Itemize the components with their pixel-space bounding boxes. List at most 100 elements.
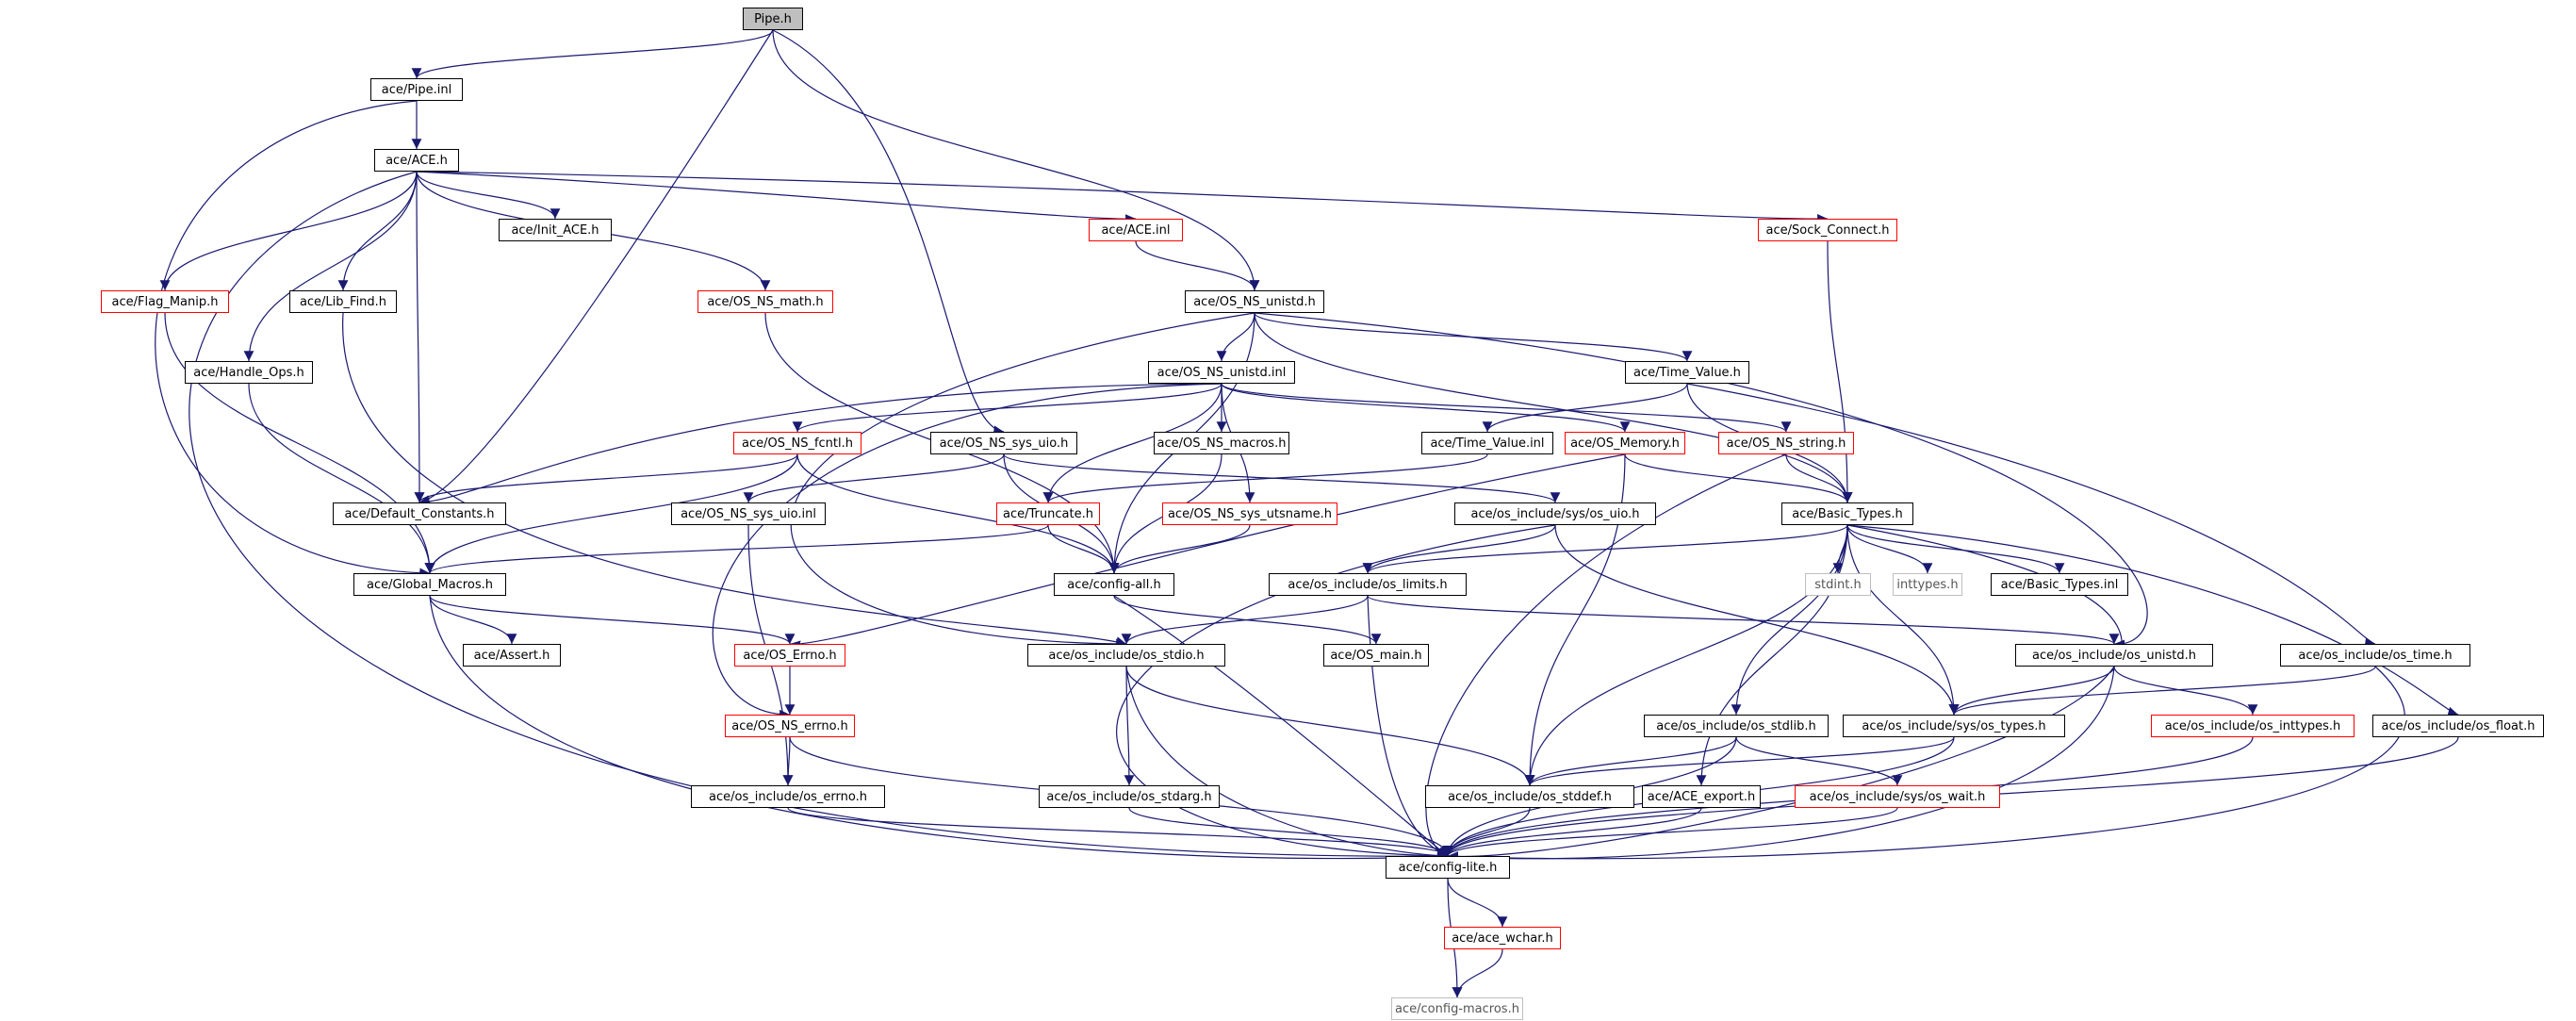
edge-os-errno-h-to-config-lite	[787, 807, 1453, 857]
edge-os-ns-unistd-h-to-basic-types-h	[1254, 312, 1853, 503]
node-os-uio[interactable]: ace/os_include/sys/os_uio.h	[1454, 502, 1656, 525]
edge-os-unistd-to-os-inttypes	[2113, 666, 2258, 716]
node-os-stdlib[interactable]: ace/os_include/os_stdlib.h	[1644, 715, 1829, 737]
node-inttypes: inttypes.h	[1893, 573, 1962, 596]
edge-os-unistd-to-config-lite	[1447, 666, 2115, 863]
node-os-ns-sys-uio-inl[interactable]: ace/OS_NS_sys_uio.inl	[671, 502, 826, 525]
node-config-lite[interactable]: ace/config-lite.h	[1386, 856, 1510, 879]
edge-flag-manip-to-global-macros	[164, 312, 435, 574]
edge-os-stdlib-to-os-wait	[1735, 736, 1903, 786]
edge-os-stdlib-to-os-stddef	[1524, 736, 1737, 786]
node-truncate[interactable]: ace/Truncate.h	[996, 502, 1100, 525]
edge-ace-h-to-config-lite	[189, 171, 1449, 862]
node-basic-types-inl[interactable]: ace/Basic_Types.inl	[1991, 573, 2128, 596]
node-os-errno-ace[interactable]: ace/OS_Errno.h	[734, 644, 845, 667]
edge-os-ns-unistd-inl-to-os-ns-string	[1221, 383, 1792, 433]
node-config-all[interactable]: ace/config-all.h	[1054, 573, 1174, 596]
node-lib-find[interactable]: ace/Lib_Find.h	[289, 290, 397, 313]
edge-truncate-to-global-macros	[424, 524, 1049, 574]
node-init-ace[interactable]: ace/Init_ACE.h	[499, 219, 612, 241]
node-pipe-inl[interactable]: ace/Pipe.inl	[370, 78, 463, 101]
node-basic-types-h[interactable]: ace/Basic_Types.h	[1781, 502, 1913, 525]
edge-ace-inl-to-os-ns-unistd-h	[1135, 240, 1260, 291]
edge-os-time-to-config-lite	[1447, 666, 2405, 862]
node-time-value-inl[interactable]: ace/Time_Value.inl	[1421, 432, 1553, 454]
node-os-stdarg[interactable]: ace/os_include/os_stdarg.h	[1039, 785, 1220, 808]
edge-os-stdio-to-config-lite	[1125, 666, 1449, 862]
edge-ace-wchar-to-config-macros	[1452, 948, 1503, 998]
edge-os-ns-sys-utsname-to-config-all	[1108, 524, 1251, 574]
edge-pipe-h-to-pipe-inl	[411, 29, 774, 79]
node-os-ns-unistd-inl[interactable]: ace/OS_NS_unistd.inl	[1148, 361, 1295, 384]
node-ace-export[interactable]: ace/ACE_export.h	[1642, 785, 1761, 808]
node-os-ns-unistd-h[interactable]: ace/OS_NS_unistd.h	[1185, 290, 1324, 313]
node-stdint: stdint.h	[1805, 573, 1871, 596]
edge-os-stdio-to-os-stddef	[1125, 666, 1535, 786]
edge-os-ns-unistd-inl-to-os-memory	[1221, 383, 1631, 433]
node-flag-manip[interactable]: ace/Flag_Manip.h	[101, 290, 229, 313]
edge-ace-h-to-init-ace	[416, 171, 561, 220]
node-os-inttypes[interactable]: ace/os_include/os_inttypes.h	[2151, 715, 2354, 737]
edge-os-limits-to-config-lite	[1367, 595, 1449, 857]
node-os-stdio[interactable]: ace/os_include/os_stdio.h	[1027, 644, 1225, 667]
edge-pipe-h-to-os-ns-sys-uio-h	[772, 29, 1005, 436]
node-os-unistd[interactable]: ace/os_include/os_unistd.h	[2015, 644, 2213, 667]
edge-ace-h-to-sock-connect	[416, 171, 1829, 224]
node-os-main[interactable]: ace/OS_main.h	[1323, 644, 1429, 667]
node-os-errno-h[interactable]: ace/os_include/os_errno.h	[691, 785, 885, 808]
node-os-float[interactable]: ace/os_include/os_float.h	[2372, 715, 2544, 737]
node-os-ns-math[interactable]: ace/OS_NS_math.h	[697, 290, 833, 313]
node-os-types[interactable]: ace/os_include/sys/os_types.h	[1843, 715, 2065, 737]
node-os-ns-fcntl[interactable]: ace/OS_NS_fcntl.h	[733, 432, 861, 454]
node-sock-connect[interactable]: ace/Sock_Connect.h	[1758, 219, 1897, 241]
node-ace-h[interactable]: ace/ACE.h	[374, 149, 459, 172]
edge-os-time-to-os-types	[1948, 666, 2376, 716]
node-os-limits[interactable]: ace/os_include/os_limits.h	[1269, 573, 1467, 596]
edge-os-unistd-to-os-types	[1948, 666, 2115, 716]
edge-os-memory-to-basic-types-h	[1624, 453, 1853, 503]
node-os-ns-sys-uio-h[interactable]: ace/OS_NS_sys_uio.h	[930, 432, 1077, 454]
node-global-macros[interactable]: ace/Global_Macros.h	[353, 573, 506, 596]
node-time-value-h[interactable]: ace/Time_Value.h	[1625, 361, 1749, 384]
edge-lib-find-to-os-stdio	[342, 312, 1127, 647]
node-ace-wchar[interactable]: ace/ace_wchar.h	[1444, 927, 1561, 949]
node-os-ns-string[interactable]: ace/OS_NS_string.h	[1718, 432, 1854, 454]
edge-os-ns-sys-uio-h-to-os-uio	[1003, 453, 1561, 503]
node-os-ns-macros[interactable]: ace/OS_NS_macros.h	[1154, 432, 1289, 454]
edge-os-stdarg-to-config-lite	[1128, 807, 1453, 857]
edge-os-ns-fcntl-to-default-constants	[414, 453, 798, 503]
edge-pipe-inl-to-global-macros	[155, 100, 431, 579]
node-os-ns-sys-utsname[interactable]: ace/OS_NS_sys_utsname.h	[1162, 502, 1337, 525]
node-os-wait[interactable]: ace/os_include/sys/os_wait.h	[1795, 785, 2000, 808]
node-pipe-h: Pipe.h	[743, 8, 803, 30]
edge-os-ns-string-to-basic-types-h	[1785, 453, 1853, 503]
node-default-constants[interactable]: ace/Default_Constants.h	[333, 502, 506, 525]
edge-os-limits-to-os-unistd	[1367, 595, 2120, 645]
edge-sock-connect-to-basic-types-h	[1827, 240, 1853, 503]
node-os-stddef[interactable]: ace/os_include/os_stddef.h	[1425, 785, 1634, 808]
edge-basic-types-h-to-os-types	[1846, 524, 1960, 716]
edge-os-ns-unistd-inl-to-os-ns-fcntl	[792, 383, 1222, 433]
edge-os-stdio-to-os-stdarg	[1124, 666, 1135, 786]
edge-global-macros-to-os-errno-ace	[429, 595, 796, 645]
node-os-time[interactable]: ace/os_include/os_time.h	[2280, 644, 2470, 667]
edge-basic-types-h-to-ace-export	[1696, 524, 1848, 786]
edge-basic-types-h-to-os-limits	[1362, 524, 1848, 574]
node-ace-inl[interactable]: ace/ACE.inl	[1089, 219, 1183, 241]
edge-os-ns-errno-to-os-errno-h	[782, 736, 794, 786]
node-os-memory[interactable]: ace/OS_Memory.h	[1565, 432, 1685, 454]
edge-os-uio-to-os-limits	[1362, 524, 1556, 574]
edge-basic-types-h-to-os-stddef	[1524, 524, 1848, 786]
node-os-ns-errno[interactable]: ace/OS_NS_errno.h	[725, 715, 855, 737]
edge-pipe-h-to-os-ns-unistd-h	[772, 29, 1260, 291]
node-handle-ops[interactable]: ace/Handle_Ops.h	[185, 361, 313, 384]
edge-os-types-to-os-stddef	[1524, 736, 1955, 786]
edge-pipe-h-to-default-constants	[418, 29, 774, 505]
edge-basic-types-h-to-os-stdlib	[1731, 524, 1848, 716]
edge-time-value-h-to-os-time	[1686, 383, 2376, 648]
node-assert-h[interactable]: ace/Assert.h	[463, 644, 561, 667]
edge-ace-h-to-default-constants	[414, 171, 425, 503]
edge-ace-h-to-handle-ops	[243, 171, 418, 362]
edge-os-ns-fcntl-to-config-all	[796, 453, 1120, 574]
